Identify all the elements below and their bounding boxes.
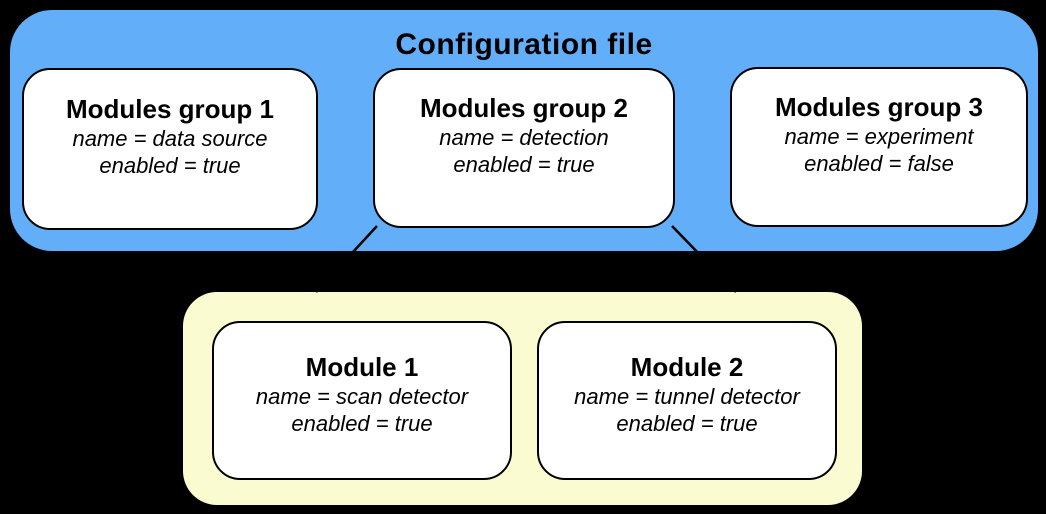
module-1-title: Module 1 — [305, 351, 419, 382]
group-1-enabled-line: enabled = true — [99, 153, 241, 178]
module-1-enabled-line: enabled = true — [291, 410, 433, 436]
module-2-name-line: name = tunnel detector — [574, 383, 800, 409]
group-1-title: Modules group 1 — [66, 94, 274, 124]
group-3-enabled-line: enabled = false — [804, 151, 954, 176]
group-3-name-line: name = experiment — [784, 124, 974, 149]
config-panel-title: Configuration file — [395, 28, 653, 61]
group-2-title: Modules group 2 — [420, 93, 628, 123]
module-2-enabled-line: enabled = true — [616, 410, 758, 436]
module-group-card-1: Modules group 1 name = data source enabl… — [22, 68, 318, 230]
group-2-name-line: name = detection — [439, 125, 609, 150]
module-card-2: Module 2 name = tunnel detector enabled … — [537, 321, 837, 480]
module-card-1: Module 1 name = scan detector enabled = … — [212, 321, 512, 480]
module-2-title: Module 2 — [630, 351, 744, 382]
module-group-card-3: Modules group 3 name = experiment enable… — [730, 67, 1028, 227]
module-1-name-line: name = scan detector — [255, 383, 469, 409]
group-3-title: Modules group 3 — [775, 92, 983, 122]
group-2-enabled-line: enabled = true — [453, 152, 595, 177]
group-1-name-line: name = data source — [72, 126, 268, 151]
module-group-card-2: Modules group 2 name = detection enabled… — [373, 68, 675, 228]
